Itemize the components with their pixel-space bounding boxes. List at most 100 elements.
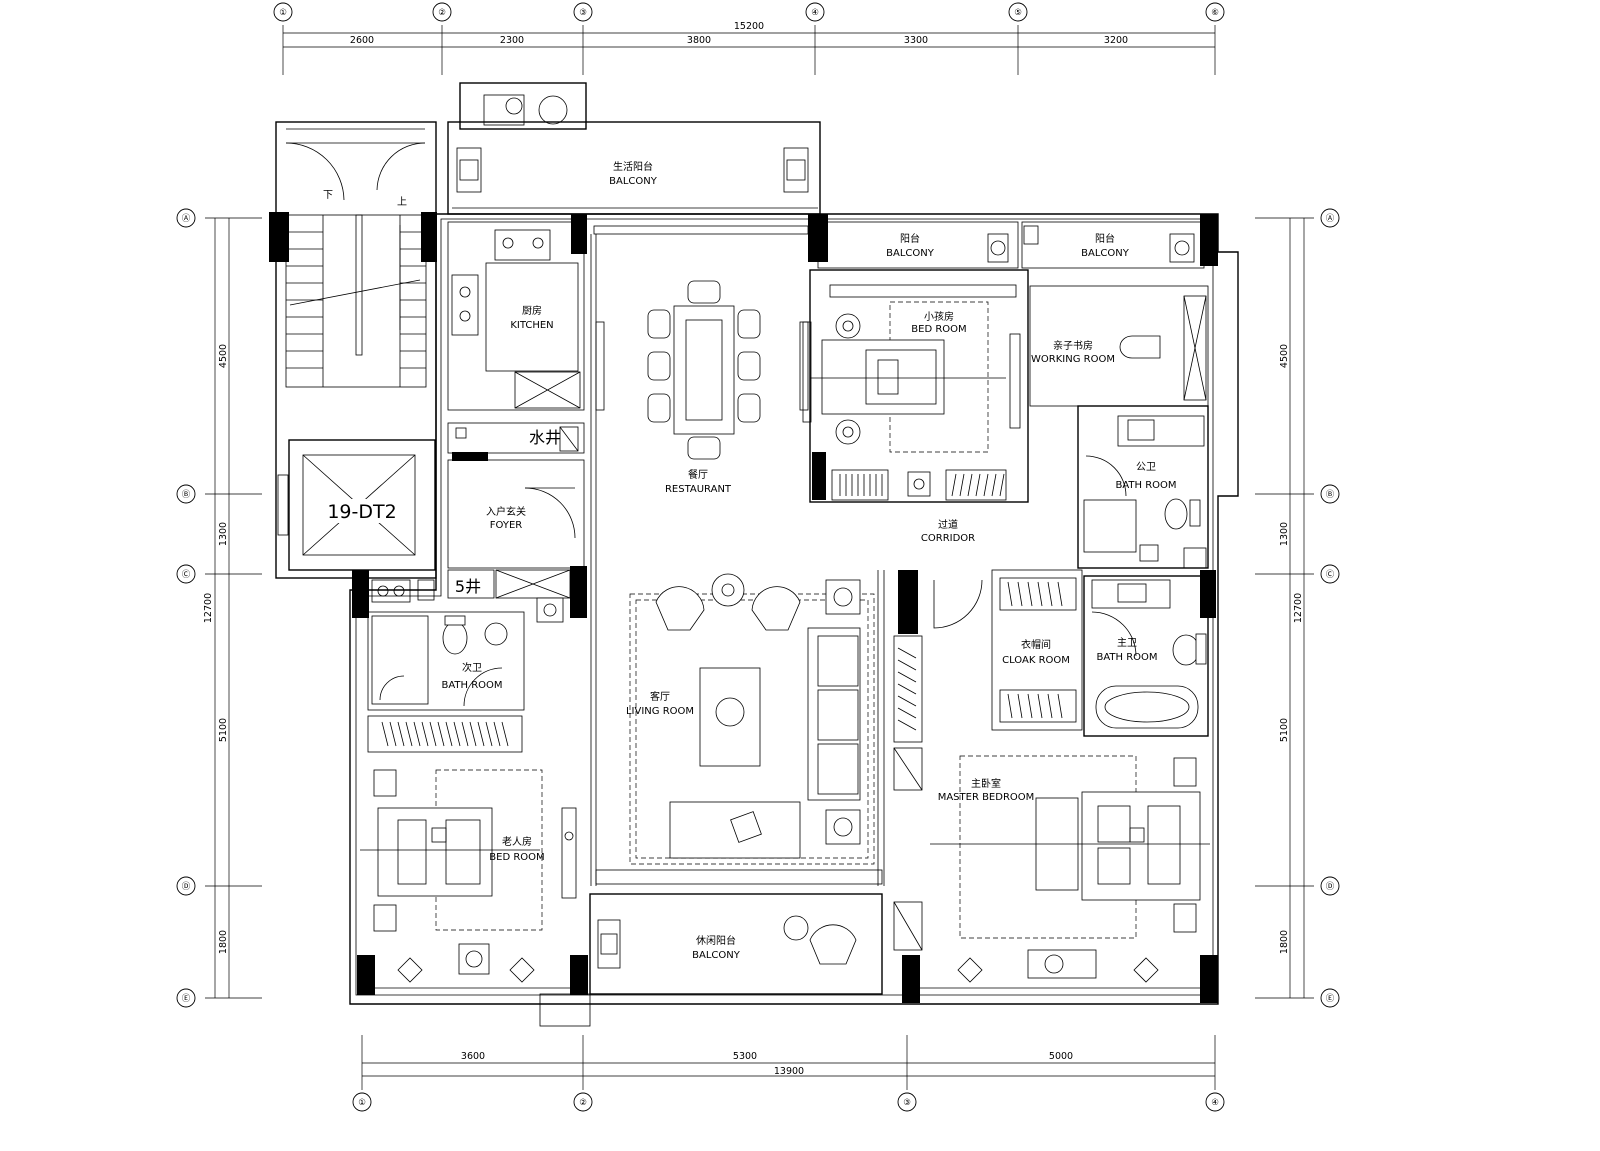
shaft-5-label: 5井: [455, 577, 481, 596]
top-total-dim: 15200: [734, 21, 764, 32]
foyer-en: FOYER: [490, 520, 523, 531]
stair-up-label: 上: [397, 196, 407, 208]
svg-text:Ⓑ: Ⓑ: [1326, 490, 1335, 500]
right-axis-bubbles: Ⓐ Ⓑ Ⓒ Ⓓ Ⓔ: [1320, 208, 1340, 1008]
top-dimensions: 15200 2600 2300 3800 3300 3200 ① ② ③ ④ ⑤…: [273, 2, 1225, 75]
cloak-room-en: CLOAK ROOM: [1002, 655, 1070, 666]
svg-text:⑤: ⑤: [1014, 8, 1022, 18]
corridor-en: CORRIDOR: [921, 533, 975, 544]
stairwell: 下 上: [269, 121, 437, 579]
restaurant-cn: 餐厅: [688, 468, 708, 481]
svg-text:②: ②: [438, 8, 446, 18]
top-axis-bubbles: ① ② ③ ④ ⑤ ⑥: [273, 2, 1225, 22]
master-bedroom-en: MASTER BEDROOM: [938, 792, 1035, 803]
working-room-en: WORKING ROOM: [1031, 354, 1115, 365]
balcony-b-cn: 阳台: [1095, 232, 1115, 245]
master-bath: 主卫 BATH ROOM: [1083, 547, 1216, 737]
svg-text:Ⓒ: Ⓒ: [182, 570, 191, 580]
elevator: 19-DT2: [277, 439, 436, 571]
left-dimensions: 12700 4500 1300 5100 1800 Ⓐ Ⓑ Ⓒ Ⓓ Ⓔ: [176, 208, 262, 1008]
svg-text:Ⓓ: Ⓓ: [1326, 882, 1335, 892]
stair-down-label: 下: [323, 190, 333, 201]
guest-bath-en: BATH ROOM: [441, 680, 502, 691]
svg-text:④: ④: [1211, 1098, 1219, 1108]
svg-text:⑥: ⑥: [1211, 8, 1219, 18]
public-bath-cn: 公卫: [1136, 462, 1156, 473]
right-dim-4: 1800: [1279, 930, 1290, 954]
left-dim-3: 5100: [218, 718, 229, 742]
svg-text:Ⓐ: Ⓐ: [1326, 214, 1335, 224]
svg-text:Ⓑ: Ⓑ: [182, 490, 191, 500]
cloak-room-cn: 衣帽间: [1021, 638, 1051, 651]
restaurant-en: RESTAURANT: [665, 484, 732, 495]
svg-text:Ⓒ: Ⓒ: [1326, 570, 1335, 580]
left-dim-1: 4500: [218, 344, 229, 368]
master-bedroom: 主卧室 MASTER BEDROOM: [902, 755, 1218, 1003]
working-room-cn: 亲子书房: [1053, 339, 1093, 352]
leisure-balcony-cn: 休闲阳台: [696, 934, 736, 947]
water-well: 水井: [447, 422, 585, 454]
foyer: 入户玄关 FOYER: [447, 452, 585, 569]
bottom-dim-1: 3600: [461, 1051, 485, 1062]
svg-text:Ⓓ: Ⓓ: [182, 882, 191, 892]
service-balcony-en: BALCONY: [609, 176, 658, 187]
guest-bedroom: 老人房 BED ROOM: [357, 715, 588, 995]
right-dimensions: 12700 4500 1300 5100 1800 Ⓐ Ⓑ Ⓒ Ⓓ Ⓔ: [1255, 208, 1340, 1008]
left-dim-4: 1800: [218, 930, 229, 954]
living-room-en: LIVING ROOM: [626, 706, 694, 717]
svg-text:Ⓔ: Ⓔ: [1326, 994, 1335, 1004]
svg-text:②: ②: [579, 1098, 587, 1108]
guest-wardrobe-hangers: [381, 721, 509, 747]
top-dim-5: 3200: [1104, 35, 1128, 46]
right-dim-2: 1300: [1279, 522, 1290, 546]
balcony-b-en: BALCONY: [1081, 248, 1130, 259]
kitchen-cn: 厨房: [522, 304, 542, 317]
bottom-dim-3: 5000: [1049, 1051, 1073, 1062]
living-room-cn: 客厅: [650, 690, 670, 703]
bottom-dimensions: 3600 5300 5000 13900 ① ② ③ ④: [352, 1035, 1225, 1112]
guest-bedroom-en: BED ROOM: [489, 852, 544, 863]
guest-bath-cn: 次卫: [462, 661, 482, 674]
corridor-cn: 过道: [938, 518, 958, 531]
left-dim-2: 1300: [218, 522, 229, 546]
elevator-label: 19-DT2: [327, 501, 396, 523]
right-total-dim: 12700: [1293, 593, 1304, 623]
public-bath: 公卫 BATH ROOM: [1077, 405, 1209, 569]
public-bath-en: BATH ROOM: [1115, 480, 1176, 491]
master-bedroom-cn: 主卧室: [971, 777, 1001, 790]
cloak-room: 衣帽间 CLOAK ROOM: [893, 569, 1083, 951]
restaurant: 餐厅 RESTAURANT: [590, 214, 828, 886]
bottom-axis-bubbles: ① ② ③ ④: [352, 1092, 1225, 1112]
living-room: 客厅 LIVING ROOM: [595, 570, 885, 886]
top-dim-1: 2600: [350, 35, 374, 46]
svg-text:③: ③: [903, 1098, 911, 1108]
guest-bedroom-cn: 老人房: [502, 835, 532, 848]
left-axis-bubbles: Ⓐ Ⓑ Ⓒ Ⓓ Ⓔ: [176, 208, 196, 1008]
leisure-balcony: 休闲阳台 BALCONY: [539, 893, 883, 1027]
dining-chairs: [647, 280, 761, 460]
guest-bath: 次卫 BATH ROOM: [367, 597, 564, 711]
bottom-total-dim: 13900: [774, 1066, 804, 1077]
svg-text:③: ③: [579, 8, 587, 18]
service-balcony-cn: 生活阳台: [613, 160, 653, 173]
balcony-a-en: BALCONY: [886, 248, 935, 259]
child-bedroom-cn: 小孩房: [924, 310, 954, 323]
master-bath-en: BATH ROOM: [1096, 652, 1157, 663]
leisure-balcony-en: BALCONY: [692, 950, 741, 961]
right-dim-3: 5100: [1279, 718, 1290, 742]
water-well-label: 水井: [529, 428, 561, 447]
child-bedroom: 阳台 BALCONY 小孩房 BED ROOM: [802, 221, 1029, 503]
corridor: 过道 CORRIDOR: [921, 518, 975, 544]
svg-text:①: ①: [358, 1098, 366, 1108]
svg-text:④: ④: [811, 8, 819, 18]
svg-text:Ⓐ: Ⓐ: [182, 214, 191, 224]
master-bath-cn: 主卫: [1117, 637, 1137, 649]
balcony-a-cn: 阳台: [900, 232, 920, 245]
kitchen-en: KITCHEN: [510, 320, 553, 331]
left-total-dim: 12700: [203, 593, 214, 623]
foyer-cn: 入户玄关: [486, 505, 526, 518]
child-bedroom-en: BED ROOM: [911, 324, 966, 335]
service-balcony: 生活阳台 BALCONY: [447, 82, 821, 215]
svg-text:Ⓔ: Ⓔ: [182, 994, 191, 1004]
